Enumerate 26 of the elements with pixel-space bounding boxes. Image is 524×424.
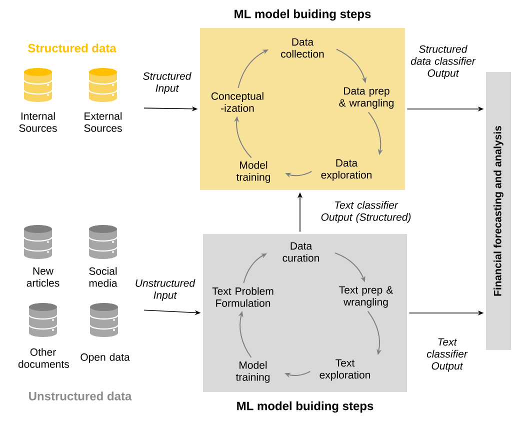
panel-heading: ML model buiding steps (234, 9, 371, 21)
step-label: Model training (236, 161, 270, 183)
source-label: Internal Sources (19, 112, 57, 132)
step-label: Text Problem Formulation (212, 287, 274, 307)
source-label: External Sources (84, 112, 122, 132)
panel-heading: ML model buiding steps (237, 401, 374, 413)
step-label: Text prep & wrangling (339, 286, 393, 308)
edge-label: Text classifier Output (Structured) (321, 201, 411, 223)
step-label: Data curation (282, 242, 319, 262)
source-label: Social media (89, 267, 118, 287)
edge-label: Text classifier Output (426, 338, 468, 372)
group-heading: Structured data (28, 44, 116, 52)
step-label: Data prep & wrangling (339, 87, 394, 109)
source-label: New articles (26, 267, 60, 287)
edge-label: Structured Input (143, 72, 192, 94)
step-label: Model training (236, 361, 270, 383)
edge-label: Structured data classifier Output (410, 45, 476, 79)
step-label: Conceptual -ization (211, 92, 264, 112)
edge-label: Unstructured Input (136, 279, 196, 301)
step-label: Data exploration (321, 159, 372, 181)
source-label: Open data (80, 353, 130, 363)
output-bar: Financial forecasting and analysis (486, 72, 511, 350)
step-label: Data collection (281, 38, 324, 58)
source-label: Other documents (18, 348, 69, 368)
group-heading: Unstructured data (29, 392, 132, 400)
step-label: Text exploration (320, 359, 370, 381)
